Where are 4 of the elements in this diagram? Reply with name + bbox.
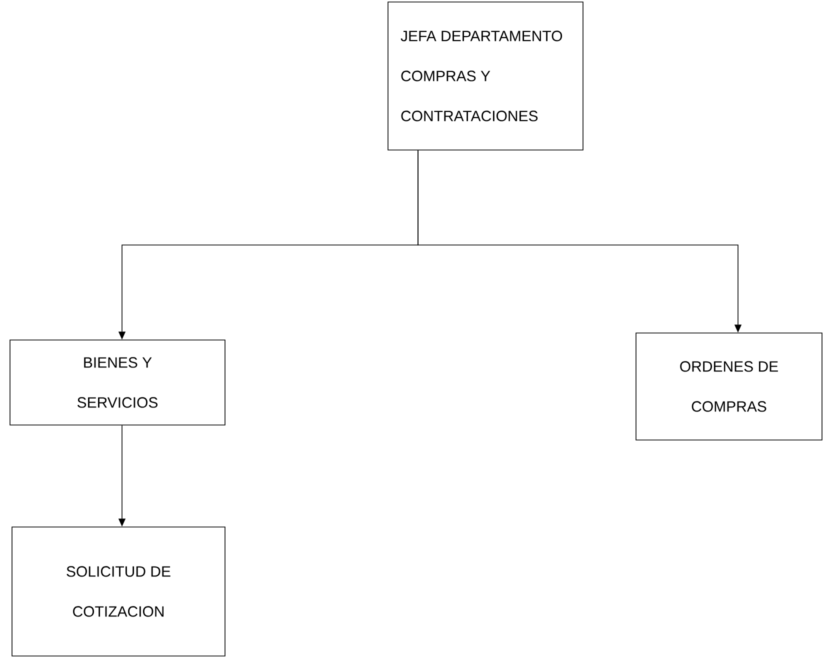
org-box: SOLICITUD DE COTIZACION <box>12 526 226 656</box>
org-box: BIENES Y SERVICIOS <box>10 340 226 426</box>
org-box: ORDENES DE COMPRAS <box>636 332 822 440</box>
org-box: JEFA DEPARTAMENTO COMPRAS Y CONTRATACIONES <box>388 2 584 150</box>
